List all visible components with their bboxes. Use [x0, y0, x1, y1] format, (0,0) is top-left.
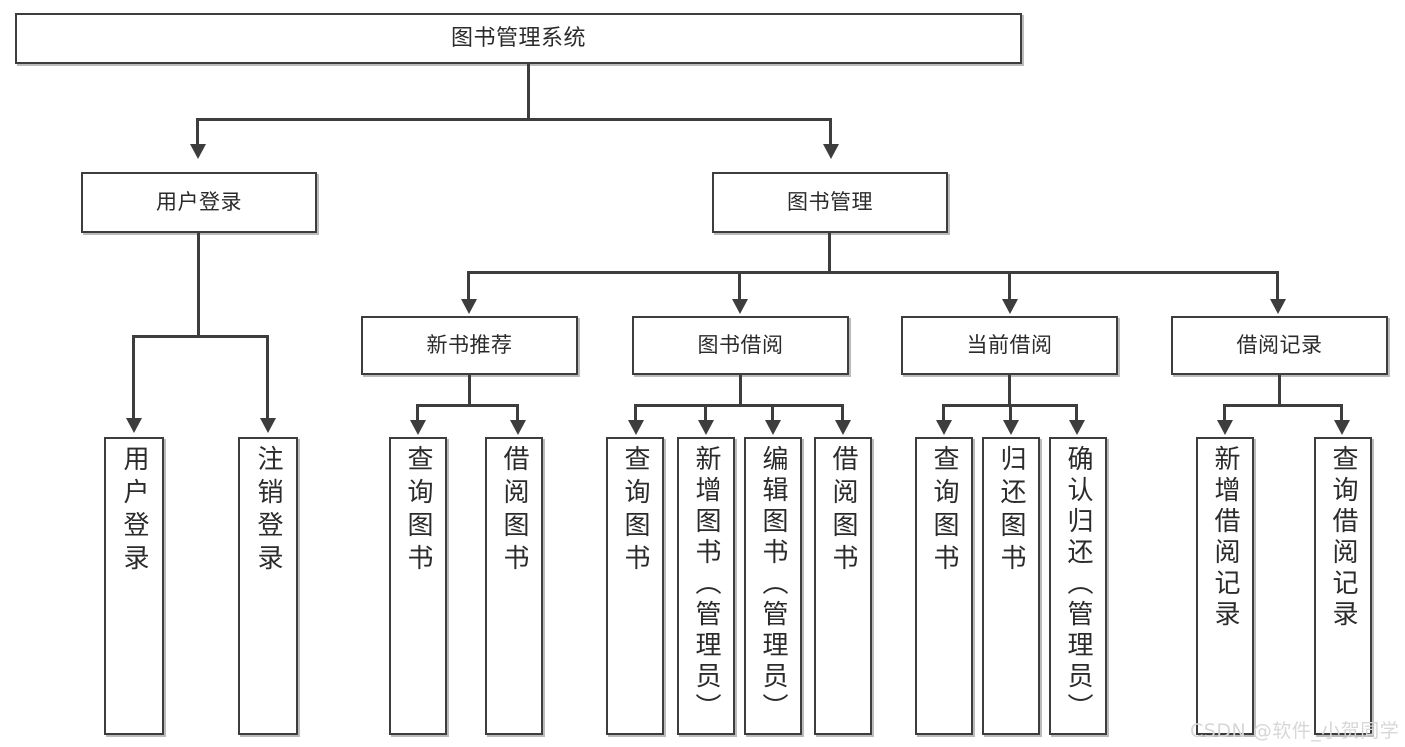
leaf-new-book-query-book[interactable]: 查询图书 — [389, 437, 447, 735]
connector-book-borrow-leaf2 — [704, 404, 707, 422]
arrowhead-borrow-record-leaf2 — [1334, 420, 1350, 435]
node-label: 确认归还（管理员） — [1063, 445, 1093, 724]
leaf-user-login-login[interactable]: 用户登录 — [104, 437, 164, 735]
node-label: 图书管理系统 — [450, 25, 586, 51]
leaf-current-borrow-confirm-return[interactable]: 确认归还（管理员） — [1049, 437, 1107, 735]
node-current-borrow[interactable]: 当前借阅 — [901, 316, 1118, 375]
connector-current-borrow-down — [1008, 375, 1011, 405]
connector-user-login-bar — [132, 335, 269, 338]
arrowhead-book-borrow-leaf1 — [628, 420, 644, 435]
arrowhead-current-borrow-leaf3 — [1069, 420, 1085, 435]
arrowhead-new-book-leaf2 — [510, 420, 526, 435]
node-new-book-recommend[interactable]: 新书推荐 — [361, 316, 578, 375]
connector-level2-bar — [467, 271, 1279, 274]
arrowhead-book-borrow-leaf2 — [698, 420, 714, 435]
connector-user-login-leaf2 — [266, 335, 269, 420]
arrowhead-book-borrow-leaf4 — [835, 420, 851, 435]
node-label: 新增图书（管理员） — [691, 445, 721, 724]
node-label: 用户登录 — [119, 445, 149, 577]
node-label: 查询图书 — [929, 445, 959, 577]
connector-new-book-leaf2 — [516, 404, 519, 422]
node-user-login[interactable]: 用户登录 — [81, 172, 317, 233]
node-label: 借阅图书 — [499, 445, 529, 577]
connector-user-login-leaf1 — [132, 335, 135, 420]
leaf-current-borrow-query-book[interactable]: 查询图书 — [915, 437, 973, 735]
node-label: 借阅记录 — [1236, 333, 1323, 358]
node-label: 查询图书 — [620, 445, 650, 577]
connector-book-borrow-leaf3 — [771, 404, 774, 422]
connector-to-current-borrow — [1008, 271, 1011, 301]
connector-borrow-record-leaf2 — [1340, 404, 1343, 422]
csdn-watermark: CSDN @软件_小贺同学 — [1190, 720, 1400, 742]
node-label: 查询借阅记录 — [1328, 445, 1358, 631]
arrowhead-user-login-leaf1 — [126, 418, 142, 433]
connector-book-borrow-bar — [634, 404, 844, 407]
arrowhead-to-borrow-record — [1270, 299, 1286, 314]
arrowhead-new-book-leaf1 — [410, 420, 426, 435]
connector-book-management-down — [828, 233, 831, 273]
connector-borrow-record-bar — [1223, 404, 1342, 407]
leaf-borrow-record-add-record[interactable]: 新增借阅记录 — [1196, 437, 1254, 735]
arrowhead-borrow-record-leaf1 — [1217, 420, 1233, 435]
arrowhead-book-borrow-leaf3 — [765, 420, 781, 435]
node-label: 查询图书 — [403, 445, 433, 577]
arrowhead-to-new-book-recommend — [461, 299, 477, 314]
node-label: 当前借阅 — [966, 333, 1053, 358]
leaf-new-book-borrow-book[interactable]: 借阅图书 — [485, 437, 543, 735]
node-label: 用户登录 — [156, 190, 242, 215]
connector-new-book-bar — [416, 404, 519, 407]
arrowhead-current-borrow-leaf2 — [1003, 420, 1019, 435]
connector-to-book-management — [829, 118, 832, 146]
connector-book-borrow-down — [739, 375, 742, 405]
connector-to-book-borrow — [738, 271, 741, 301]
node-label: 新书推荐 — [426, 333, 513, 358]
connector-new-book-down — [468, 375, 471, 405]
connector-book-borrow-leaf4 — [841, 404, 844, 422]
connector-current-borrow-leaf1 — [942, 404, 945, 422]
arrowhead-to-book-management — [823, 144, 839, 159]
node-label: 注销登录 — [253, 445, 283, 577]
connector-root-bar — [196, 118, 832, 121]
connector-borrow-record-down — [1278, 375, 1281, 405]
leaf-book-borrow-edit-book[interactable]: 编辑图书（管理员） — [744, 437, 802, 735]
leaf-borrow-record-query-record[interactable]: 查询借阅记录 — [1314, 437, 1372, 735]
connector-to-user-login — [196, 118, 199, 146]
node-label: 编辑图书（管理员） — [758, 445, 788, 724]
connector-user-login-down — [197, 233, 200, 335]
arrowhead-user-login-leaf2 — [260, 418, 276, 433]
leaf-book-borrow-query-book[interactable]: 查询图书 — [606, 437, 664, 735]
connector-root-down — [527, 64, 530, 118]
connector-new-book-leaf1 — [416, 404, 419, 422]
connector-current-borrow-leaf3 — [1075, 404, 1078, 422]
connector-current-borrow-leaf2 — [1009, 404, 1012, 422]
connector-to-new-book-recommend — [467, 271, 470, 301]
node-label: 新增借阅记录 — [1210, 445, 1240, 631]
leaf-book-borrow-borrow-book[interactable]: 借阅图书 — [814, 437, 872, 735]
connector-to-borrow-record — [1276, 271, 1279, 301]
arrowhead-to-current-borrow — [1002, 299, 1018, 314]
leaf-current-borrow-return-book[interactable]: 归还图书 — [982, 437, 1040, 735]
leaf-user-login-logout[interactable]: 注销登录 — [238, 437, 298, 735]
arrowhead-to-book-borrow — [732, 299, 748, 314]
arrowhead-current-borrow-leaf1 — [936, 420, 952, 435]
node-label: 归还图书 — [996, 445, 1026, 577]
connector-book-borrow-leaf1 — [634, 404, 637, 422]
node-label: 借阅图书 — [828, 445, 858, 577]
node-borrow-record[interactable]: 借阅记录 — [1171, 316, 1388, 375]
leaf-book-borrow-add-book[interactable]: 新增图书（管理员） — [677, 437, 735, 735]
node-label: 图书借阅 — [697, 333, 784, 358]
node-book-management[interactable]: 图书管理 — [712, 172, 948, 233]
node-book-borrow[interactable]: 图书借阅 — [632, 316, 849, 375]
node-label: 图书管理 — [787, 190, 873, 215]
arrowhead-to-user-login — [190, 144, 206, 159]
node-root-book-management-system[interactable]: 图书管理系统 — [15, 13, 1022, 64]
connector-borrow-record-leaf1 — [1223, 404, 1226, 422]
